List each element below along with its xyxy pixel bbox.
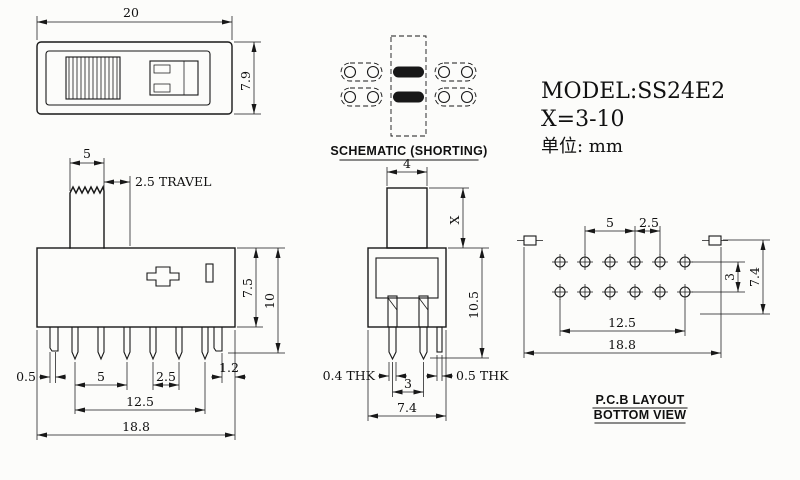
x-range-text: X=3-10: [541, 107, 625, 132]
schematic-label: SCHEMATIC (SHORTING): [330, 144, 487, 158]
dim-pcb-span: 12.5: [608, 315, 636, 330]
knurl-hatch: [68, 57, 118, 99]
dim-pcb-row-gap: 3: [722, 273, 737, 281]
shorting-bar-top: [393, 66, 424, 78]
dim-top-height: 7.9: [238, 71, 253, 91]
dim-lug-thk: 0.5: [16, 369, 36, 384]
top-view-outline: [36, 41, 233, 115]
terminal-pins-side: [388, 326, 428, 361]
dim-knob-depth: 4: [403, 156, 411, 171]
mounting-lug-side: [436, 326, 443, 353]
switch-body-side: [367, 247, 447, 328]
dim-body-height: 7.5: [240, 278, 255, 298]
dim-pcb-pitch5: 5: [606, 215, 614, 230]
dim-top-width: 20: [123, 5, 139, 20]
schematic-view: SCHEMATIC (SHORTING): [330, 35, 487, 161]
pcb-pad-right: [708, 235, 722, 246]
front-view-dimensions: 5 2.5 TRAVEL 7.5 10 0.5 5 2.5 1.2 12.5: [16, 146, 285, 440]
top-view-dimensions: 20 7.9: [36, 5, 261, 115]
dim-pcb-pitch25: 2.5: [639, 215, 659, 230]
dim-total-height: 10: [262, 293, 277, 309]
side-view-dimensions: 4 X 10.5 0.4 THK 0.5 THK 3 7.4: [323, 156, 509, 421]
front-view-outline: [36, 184, 236, 361]
actuator-knob-front: [69, 184, 105, 249]
terminal-pins-front: [71, 326, 209, 361]
side-view-outline: [367, 187, 447, 361]
pcb-pad-left: [523, 235, 537, 246]
schematic-terminals: [343, 65, 474, 104]
actuator-knob-side: [386, 187, 428, 249]
dim-knob-height-x: X: [447, 215, 462, 224]
dim-knob-width: 5: [83, 146, 91, 161]
title-block: MODEL:SS24E2 X=3-10 单位: mm: [541, 79, 725, 157]
dim-pcb-total: 18.8: [608, 337, 636, 352]
switch-top-outline: [36, 41, 233, 115]
dim-side-height: 10.5: [466, 291, 481, 319]
contact-housing-top: [149, 60, 199, 96]
shorting-bar-bottom: [393, 91, 424, 103]
dim-side-pin-span: 3: [404, 376, 412, 391]
pcb-labels: P.C.B LAYOUT BOTTOM VIEW: [592, 393, 688, 424]
pcb-dimensions: 5 2.5 3 7.4 12.5 18.8: [523, 215, 770, 358]
pcb-holes: [552, 254, 693, 300]
schematic-alt-positions: [340, 35, 477, 137]
dim-pin-span: 12.5: [126, 394, 154, 409]
body-slot: [205, 263, 214, 283]
body-keyway: [146, 266, 180, 287]
hole-crosshairs: [552, 254, 693, 300]
unit-text: 单位: mm: [541, 136, 623, 157]
pcb-label-line2: BOTTOM VIEW: [594, 408, 687, 422]
dim-pin-thk: 0.4 THK: [323, 368, 376, 383]
pcb-label-line1: P.C.B LAYOUT: [595, 393, 684, 407]
front-view: 5 2.5 TRAVEL 7.5 10 0.5 5 2.5 1.2 12.5: [16, 146, 285, 440]
pcb-view: 5 2.5 3 7.4 12.5 18.8 P.C.B LAYOUT BOTTO…: [517, 215, 770, 424]
dim-edge: 1.2: [219, 360, 239, 375]
dim-side-lug-thk: 0.5 THK: [456, 368, 509, 383]
side-view: 4 X 10.5 0.4 THK 0.5 THK 3 7.4: [323, 156, 509, 421]
mounting-lugs-front: [49, 326, 223, 352]
dim-pcb-depth: 7.4: [747, 267, 762, 287]
pcb-mounting-pads: [517, 235, 728, 246]
dim-pin-gap: 2.5: [156, 369, 176, 384]
top-view: 20 7.9: [36, 5, 261, 115]
dim-total-depth: 7.4: [397, 400, 417, 415]
dim-travel: 2.5 TRAVEL: [135, 174, 211, 189]
switch-body-front: [36, 247, 236, 328]
dim-total-width: 18.8: [122, 419, 150, 434]
model-text: MODEL:SS24E2: [541, 79, 725, 104]
dim-pin-pitch: 5: [97, 369, 105, 384]
